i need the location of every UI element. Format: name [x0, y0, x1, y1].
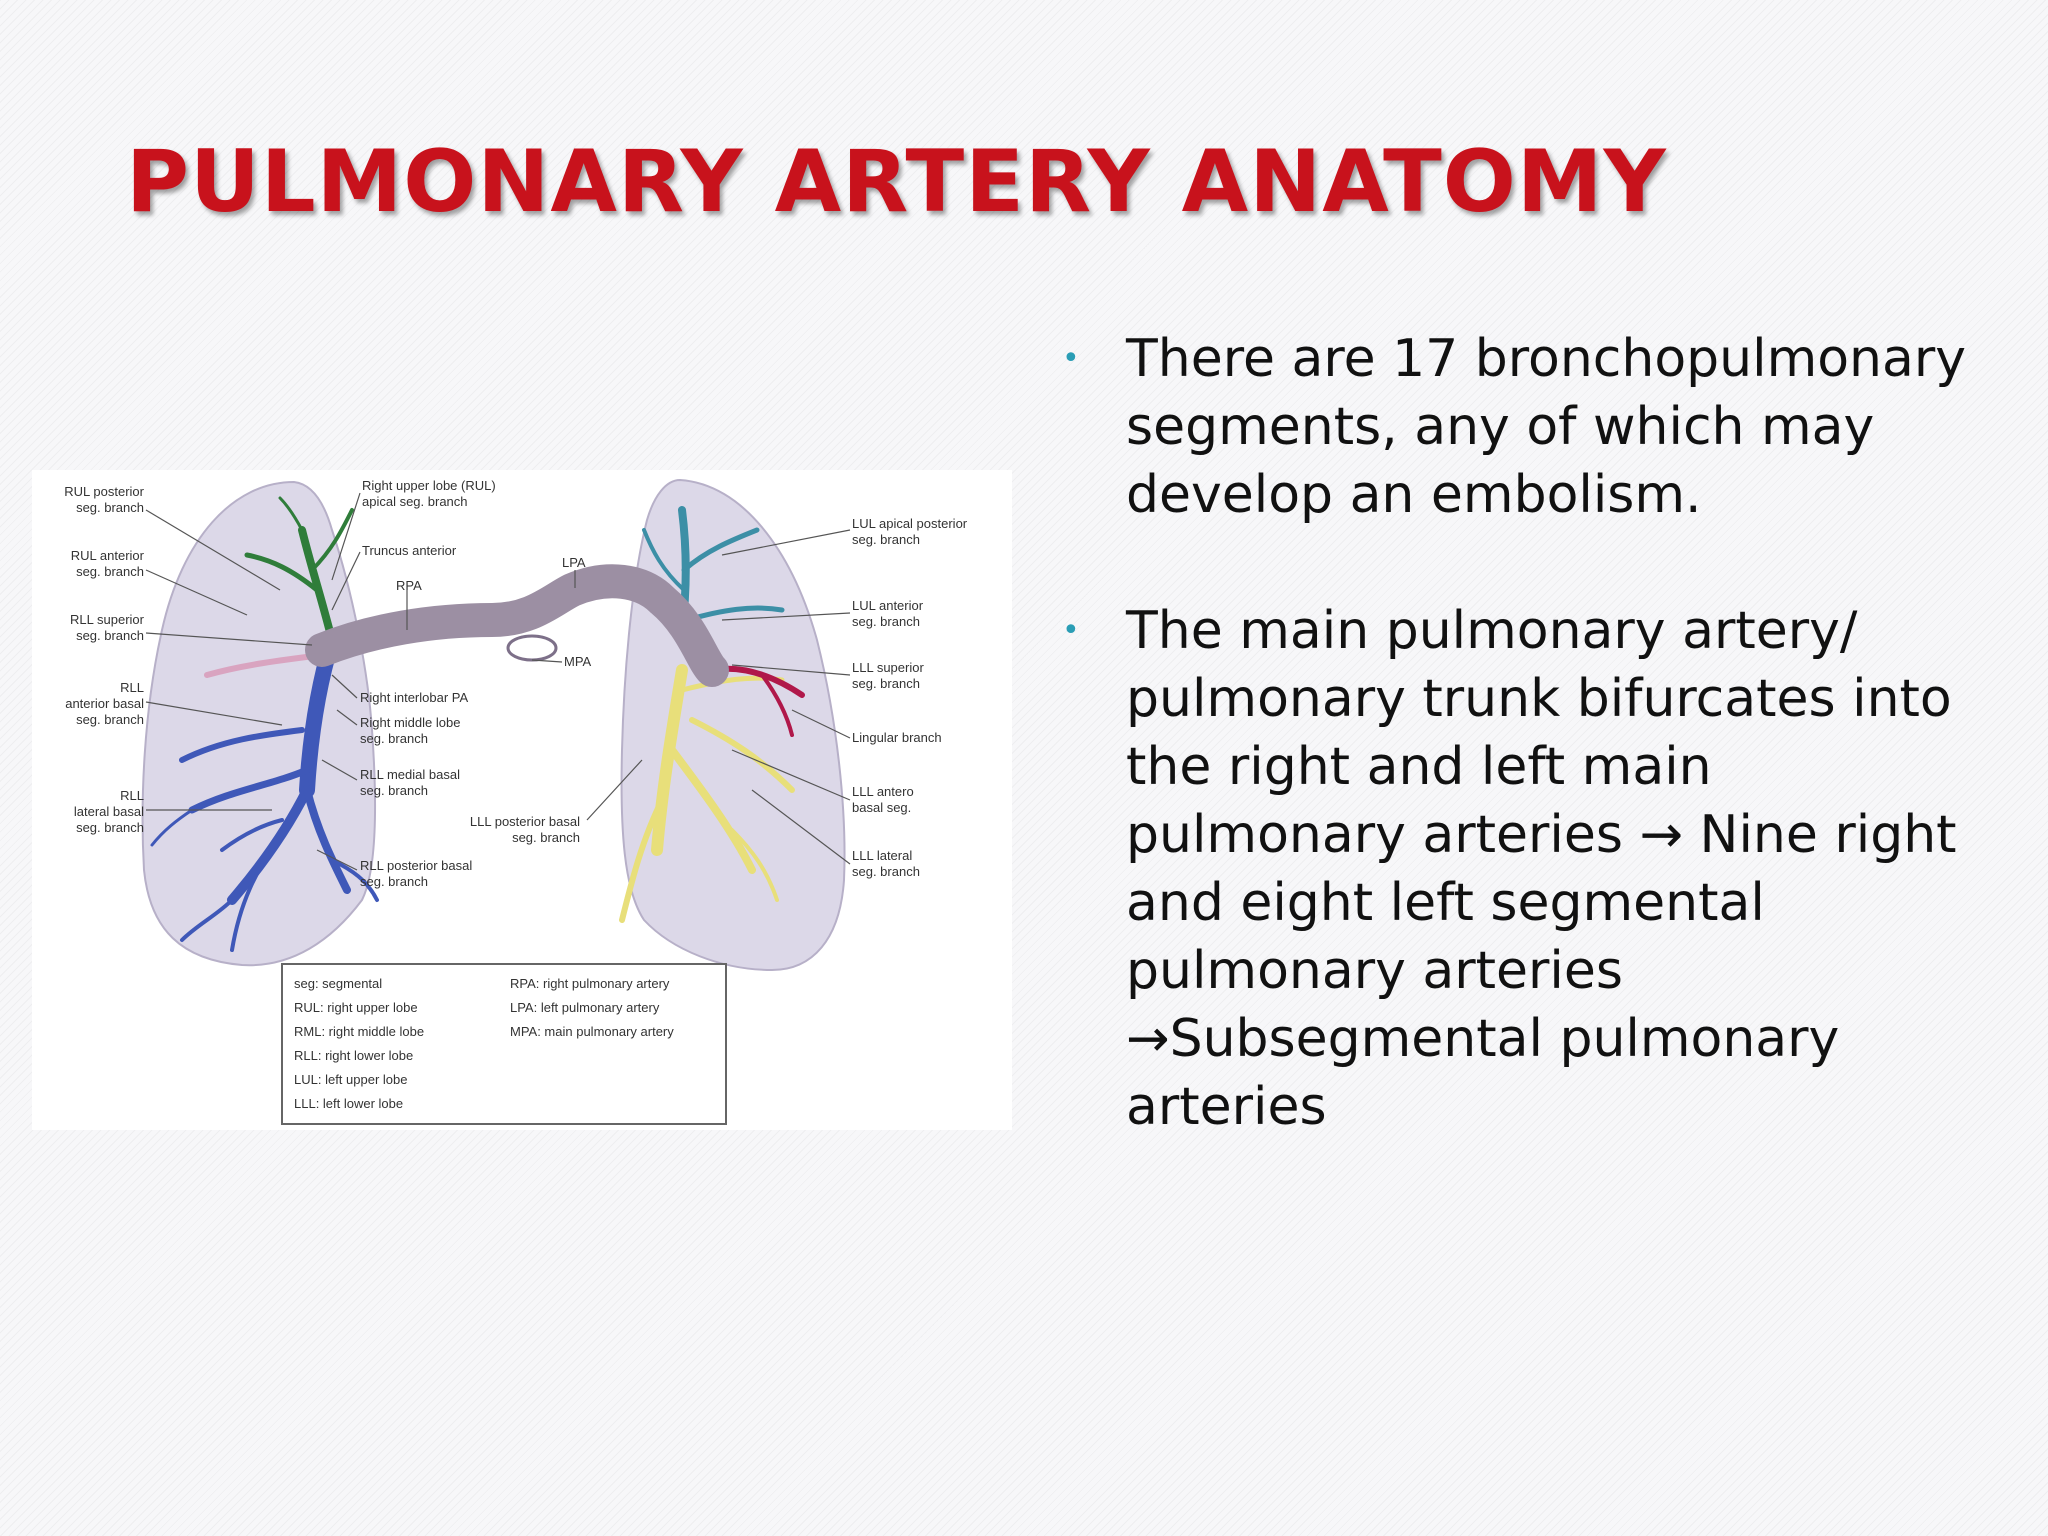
bullet-list: • There are 17 bronchopulmonary segments… [1060, 325, 1990, 1209]
label-right-interlobar: Right interlobar PA [360, 690, 468, 705]
label-rul-apical: Right upper lobe (RUL)apical seg. branch [362, 478, 496, 509]
label-truncus-anterior: Truncus anterior [362, 543, 457, 558]
bullet-text: There are 17 bronchopulmonary segments, … [1126, 329, 1966, 525]
legend-item: LUL: left upper lobe [294, 1072, 407, 1087]
bullet-item: • There are 17 bronchopulmonary segments… [1060, 325, 1990, 529]
legend-item: seg: segmental [294, 976, 382, 991]
center-labels: Right upper lobe (RUL)apical seg. branch… [360, 478, 592, 889]
label-rpa: RPA [396, 578, 422, 593]
legend-item: LLL: left lower lobe [294, 1096, 403, 1111]
label-mpa: MPA [564, 654, 592, 669]
legend-item: RLL: right lower lobe [294, 1048, 413, 1063]
slide-title: PULMONARY ARTERY ANATOMY [126, 132, 1667, 232]
bullet-marker: • [1062, 325, 1080, 393]
label-lpa: LPA [562, 555, 586, 570]
legend-item: RUL: right upper lobe [294, 1000, 418, 1015]
legend-item: RML: right middle lobe [294, 1024, 424, 1039]
label-lingular: Lingular branch [852, 730, 942, 745]
bullet-item: • The main pulmonary artery/ pulmonary t… [1060, 597, 1990, 1141]
bullet-marker: • [1062, 597, 1080, 665]
legend-item: MPA: main pulmonary artery [510, 1024, 674, 1039]
mpa-opening [508, 636, 556, 660]
legend-item: LPA: left pulmonary artery [510, 1000, 660, 1015]
legend-item: RPA: right pulmonary artery [510, 976, 670, 991]
bullet-text: The main pulmonary artery/ pulmonary tru… [1126, 601, 1957, 1137]
abbreviation-legend: seg: segmental RUL: right upper lobe RML… [282, 964, 726, 1124]
